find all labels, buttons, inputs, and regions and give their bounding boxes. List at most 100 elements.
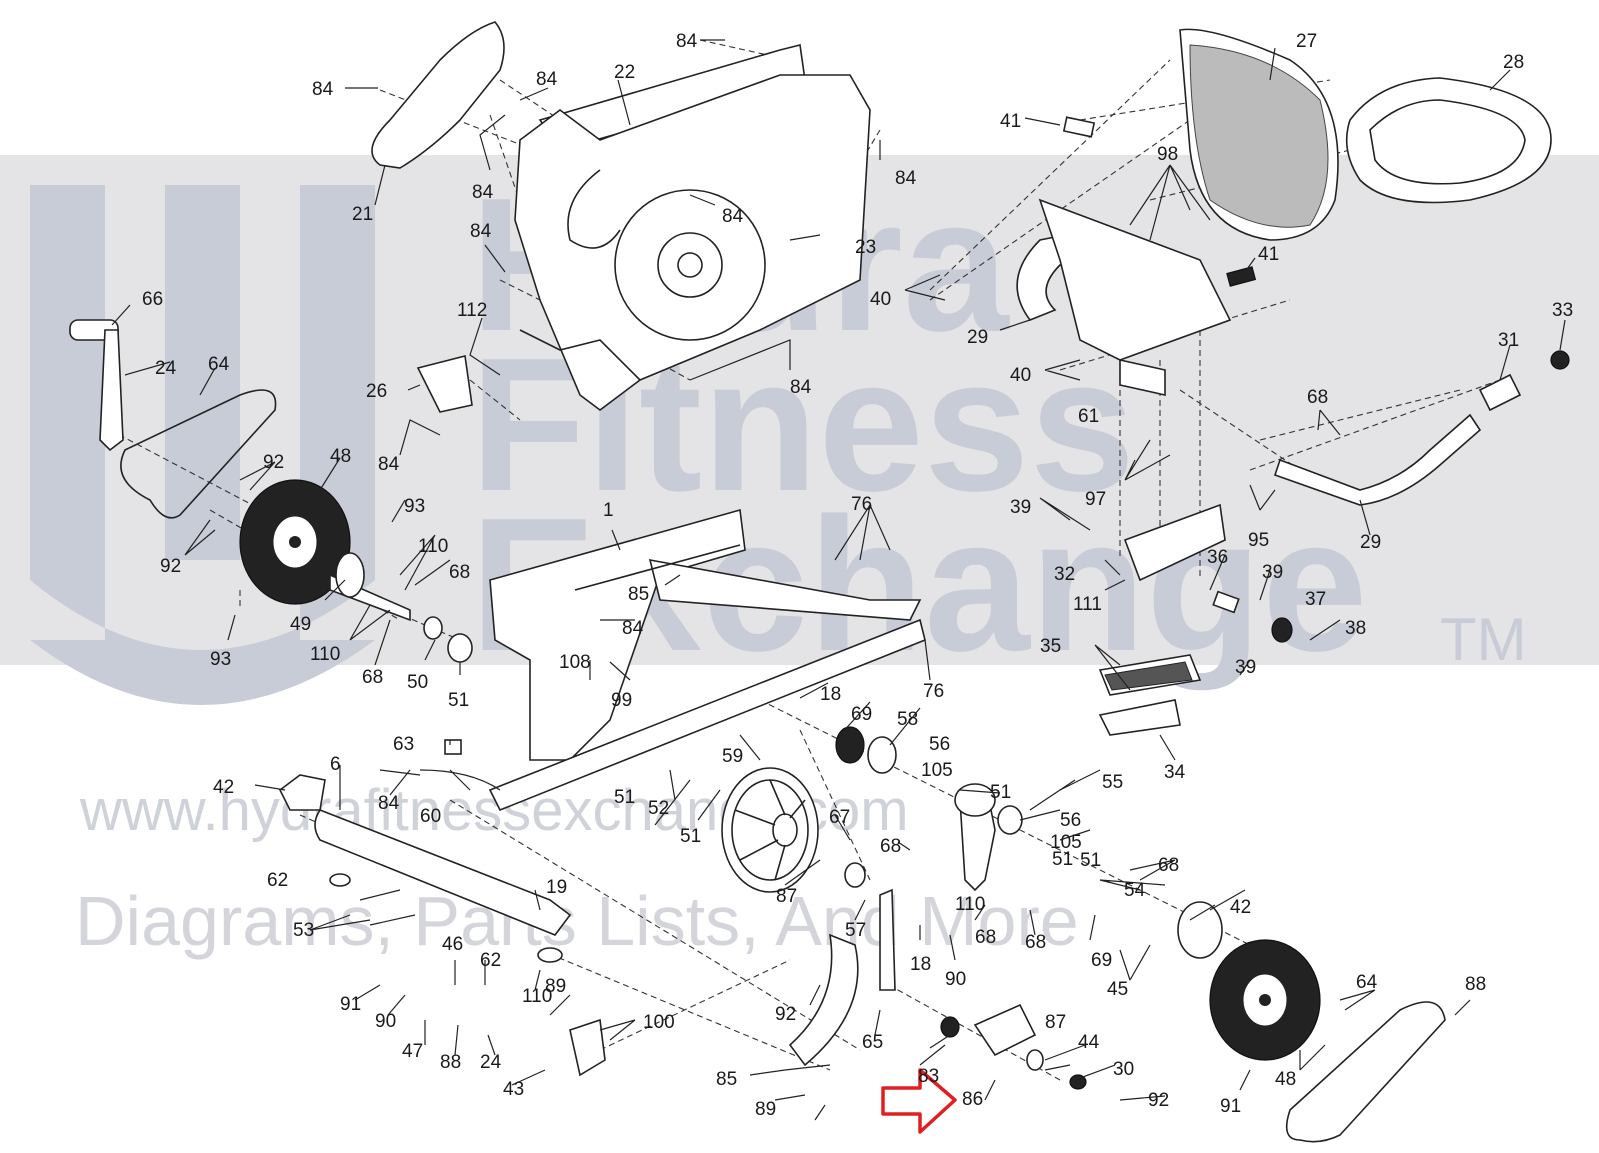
part-label: 110 <box>522 986 552 1007</box>
part-label: 40 <box>1010 365 1031 386</box>
part-label: 49 <box>290 614 311 635</box>
part-label: 26 <box>366 381 387 402</box>
part-label: 24 <box>155 358 177 379</box>
part-label: 23 <box>855 237 876 258</box>
watermark-logo-mark <box>30 185 375 705</box>
part-label: 36 <box>1207 547 1228 568</box>
red-pointer-arrow-icon <box>881 1068 957 1134</box>
watermark-trademark: TM <box>1440 606 1527 673</box>
part-label: 90 <box>375 1011 396 1032</box>
part-label: 51 <box>990 782 1011 803</box>
part-26-cover-plate <box>416 355 473 413</box>
part-label: 92 <box>1148 1090 1169 1111</box>
part-label: 68 <box>449 562 470 583</box>
part-label: 68 <box>975 927 996 948</box>
part-label: 76 <box>923 681 944 702</box>
part-label: 89 <box>755 1099 776 1120</box>
part-label: 76 <box>851 494 872 515</box>
part-label: 46 <box>442 934 463 955</box>
part-label: 84 <box>470 221 492 242</box>
part-label: 98 <box>1157 144 1178 165</box>
part-label: 92 <box>775 1004 796 1025</box>
part-label: 51 <box>1080 850 1101 871</box>
part-24-crank-right <box>879 888 896 991</box>
part-label: 29 <box>1360 532 1381 553</box>
part-label: 92 <box>263 452 284 473</box>
part-label: 97 <box>1085 489 1106 510</box>
part-label: 34 <box>1164 762 1186 783</box>
part-label: 63 <box>393 734 414 755</box>
part-label: 64 <box>1356 972 1378 993</box>
part-label: 84 <box>378 454 400 475</box>
part-label: 67 <box>829 807 850 828</box>
part-label: 31 <box>1498 330 1519 351</box>
part-label: 105 <box>1050 832 1082 853</box>
watermark-tagline: Diagrams, Parts Lists, And More <box>75 882 1079 960</box>
part-label: 21 <box>352 204 373 225</box>
part-label: 61 <box>1078 406 1099 427</box>
part-48-pulley-right <box>1209 939 1321 1061</box>
part-41-tab-top <box>1062 116 1096 138</box>
part-64-belt-left <box>120 389 277 519</box>
part-34-rail <box>1098 699 1181 736</box>
part-label: 86 <box>962 1089 983 1110</box>
part-label: 18 <box>820 684 841 705</box>
part-label: 29 <box>967 327 988 348</box>
part-1-rear-upright <box>648 558 922 621</box>
part-label: 91 <box>1220 1096 1241 1117</box>
part-label: 58 <box>897 709 918 730</box>
part-48-pulley-left <box>239 479 351 605</box>
part-label: 84 <box>472 182 494 203</box>
part-label: 110 <box>310 644 340 665</box>
part-label: 54 <box>1124 880 1146 901</box>
part-label: 32 <box>1054 564 1075 585</box>
part-label: 88 <box>440 1052 461 1073</box>
part-label: 35 <box>1040 636 1061 657</box>
part-label: 95 <box>1248 530 1269 551</box>
leader-lines <box>111 39 1566 1121</box>
part-label: 47 <box>402 1041 423 1062</box>
part-shapes <box>69 21 1570 1143</box>
part-32-bracket <box>1123 503 1226 582</box>
part-label: 33 <box>1552 300 1573 321</box>
part-1-main-frame <box>489 508 746 761</box>
part-label: 51 <box>680 826 701 847</box>
part-label: 68 <box>1025 932 1046 953</box>
part-label: 24 <box>480 1052 502 1073</box>
part-100-arc-guard <box>788 933 859 1067</box>
part-label: 48 <box>330 446 351 467</box>
part-label: 56 <box>929 734 950 755</box>
part-label: 28 <box>1503 52 1524 73</box>
part-61-slider <box>1119 359 1166 396</box>
part-label: 66 <box>142 289 163 310</box>
part-label: 84 <box>312 79 334 100</box>
part-label: 84 <box>676 31 698 52</box>
part-label: 68 <box>880 836 901 857</box>
part-label: 37 <box>1305 589 1326 610</box>
part-label: 39 <box>1262 562 1283 583</box>
part-label: 48 <box>1275 1069 1296 1090</box>
part-label: 112 <box>457 300 487 321</box>
part-label: 45 <box>1107 979 1128 1000</box>
part-label: 84 <box>622 618 644 639</box>
part-label: 93 <box>210 649 231 670</box>
part-label: 87 <box>1045 1012 1066 1033</box>
part-label: 89 <box>545 976 566 997</box>
part-44-bracket <box>569 1018 606 1077</box>
part-label: 55 <box>1102 772 1123 793</box>
part-label: 38 <box>1345 618 1366 639</box>
part-label: 85 <box>628 584 649 605</box>
part-label: 83 <box>918 1066 939 1087</box>
part-label: 84 <box>722 206 744 227</box>
part-label: 69 <box>1091 950 1112 971</box>
part-label: 51 <box>1052 849 1073 870</box>
part-24-crank-left <box>99 329 124 452</box>
part-label: 59 <box>722 746 743 767</box>
part-label: 84 <box>790 377 812 398</box>
part-label: 39 <box>1010 497 1031 518</box>
part-label: 88 <box>1465 974 1486 995</box>
part-label: 92 <box>160 556 181 577</box>
part-label: 85 <box>716 1069 737 1090</box>
part-label: 22 <box>614 62 635 83</box>
